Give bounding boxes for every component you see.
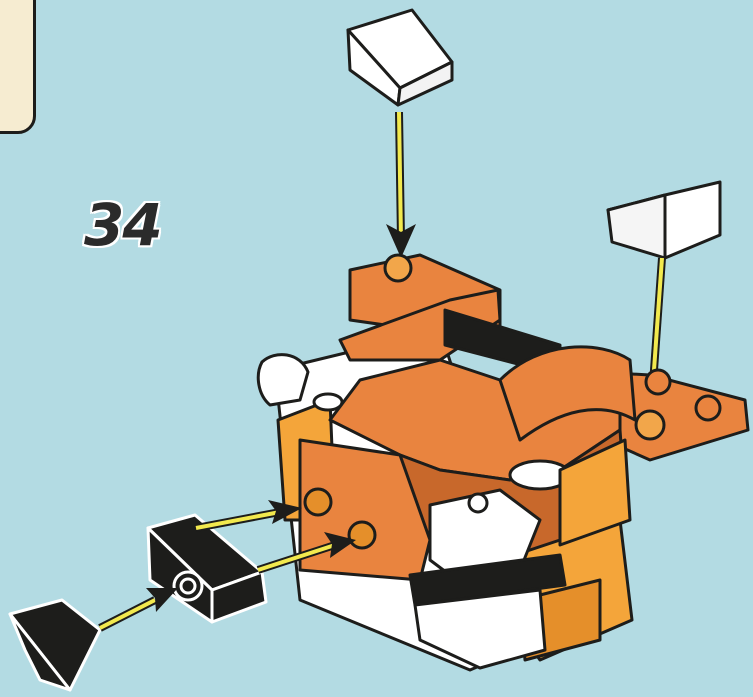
- slope-piece-right-icon: [608, 182, 720, 258]
- model-body-icon: [258, 255, 748, 670]
- arrow-down-1-icon: [386, 112, 416, 258]
- slope-piece-black-icon: [10, 600, 100, 690]
- arrow-diag-icon: [100, 588, 178, 628]
- tile-piece-icon: [148, 515, 266, 622]
- slope-piece-top-icon: [348, 10, 452, 105]
